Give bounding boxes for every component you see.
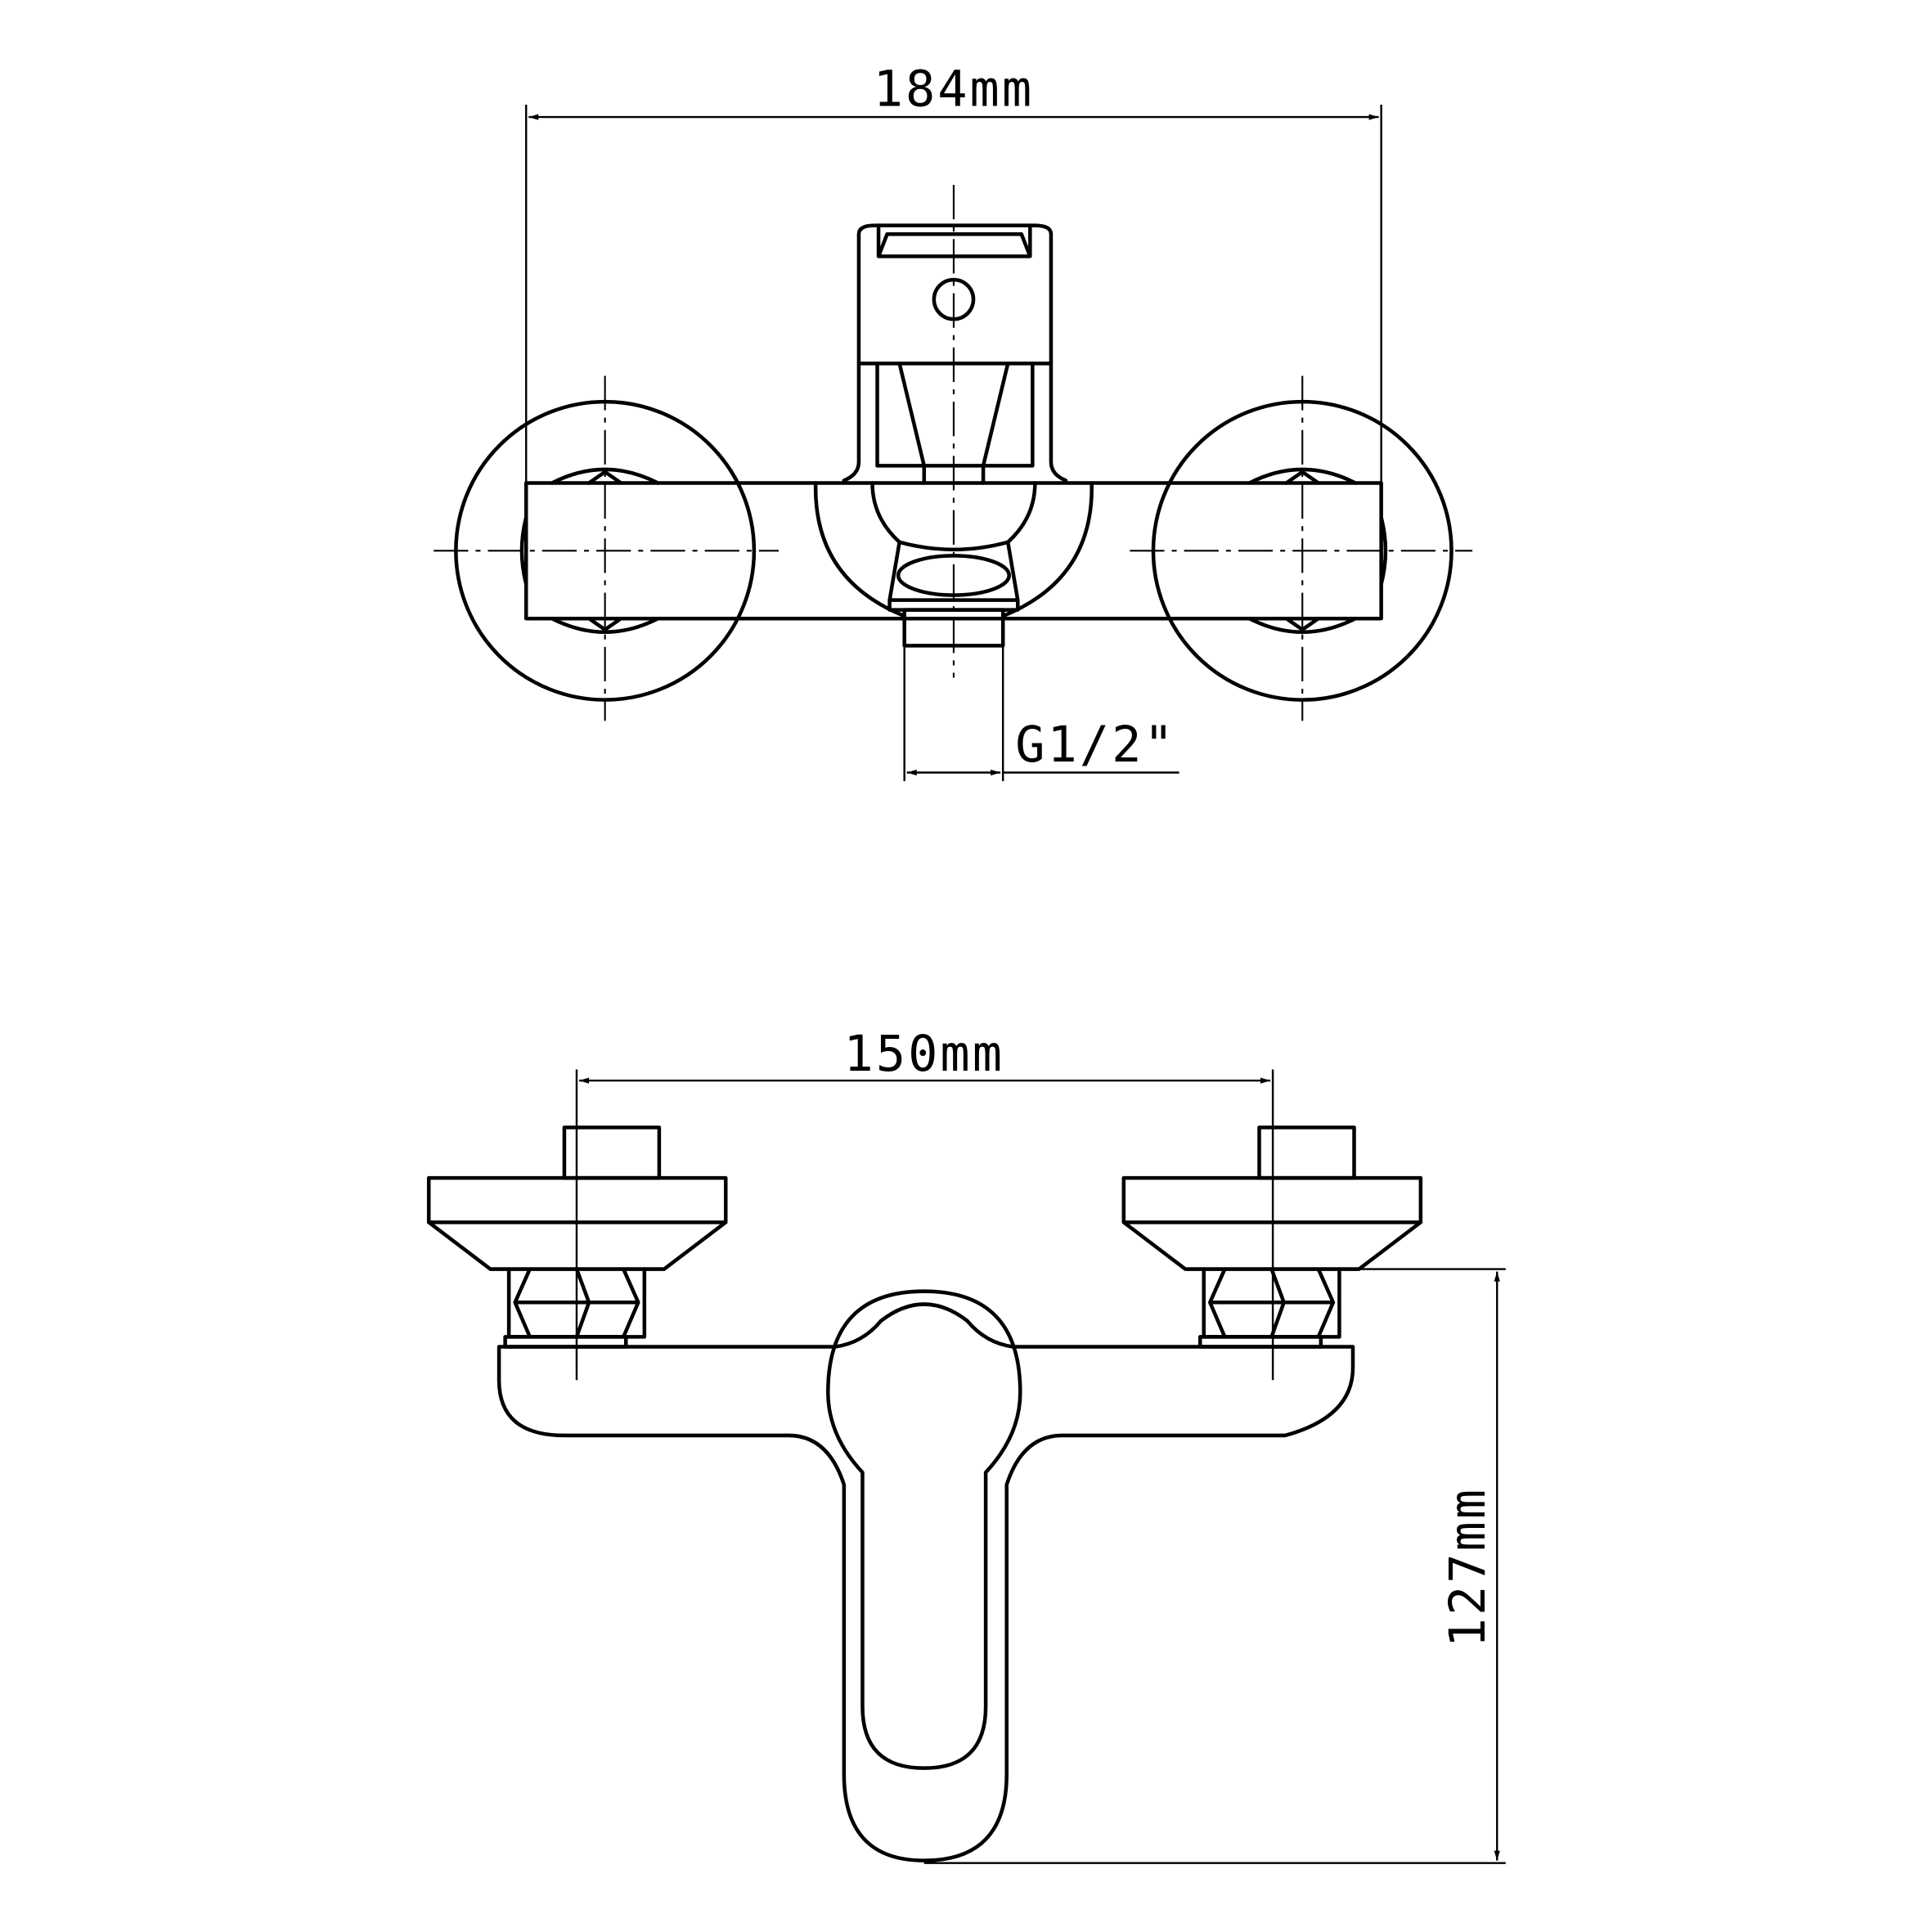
outlet-thread-label: G1/2"	[1015, 717, 1175, 774]
body-bulge	[813, 481, 1094, 618]
dimension-127mm: 127mm	[923, 1268, 1506, 1864]
top-view: 184mm	[434, 61, 1473, 782]
handle-top	[842, 223, 1068, 485]
center-distance-label: 150mm	[844, 1026, 1004, 1083]
mixer-body-front	[496, 1302, 1355, 1862]
dimension-g1-2: G1/2"	[903, 645, 1179, 782]
dimension-184mm: 184mm	[525, 61, 1382, 483]
centerlines-front	[575, 1337, 1274, 1381]
centerlines-top	[434, 184, 1473, 721]
lever-handle	[826, 1289, 1022, 1770]
height-dimension-label: 127mm	[1440, 1487, 1497, 1647]
dimension-150mm: 150mm	[575, 1026, 1274, 1381]
front-view: 150mm 127mm	[426, 1026, 1506, 1864]
width-dimension-label: 184mm	[874, 61, 1034, 119]
